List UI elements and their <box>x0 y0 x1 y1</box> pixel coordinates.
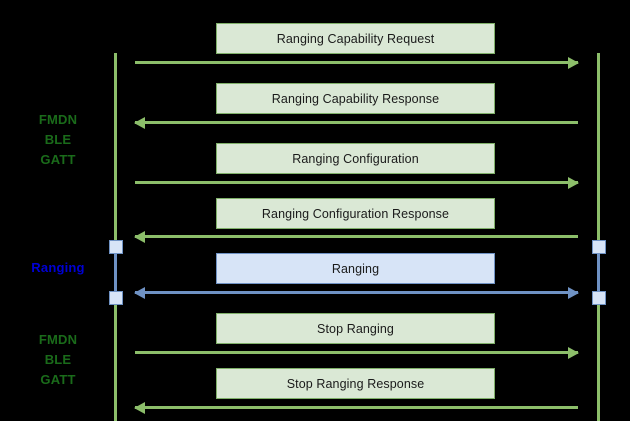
message-label: Ranging Configuration Response <box>261 206 450 221</box>
message-arrow-left <box>134 230 578 243</box>
phase-line: BLE <box>44 132 72 147</box>
message-box-ranging-configuration-response: Ranging Configuration Response <box>216 198 495 229</box>
phase-label-fmdn-top: FMDN BLE GATT <box>12 110 104 170</box>
phase-line: GATT <box>40 152 76 167</box>
message-label: Stop Ranging <box>317 321 394 336</box>
message-box-stop-ranging-response: Stop Ranging Response <box>216 368 495 399</box>
activation-bar-left <box>114 246 117 298</box>
phase-line: GATT <box>40 372 76 387</box>
arrowhead-right-icon <box>568 346 579 359</box>
message-arrow-bidirectional <box>134 286 579 299</box>
message-label: Ranging Configuration <box>292 151 419 166</box>
activation-bar-right <box>597 246 600 298</box>
arrowhead-left-icon <box>134 116 145 129</box>
message-label: Ranging Capability Request <box>276 31 435 46</box>
activation-node-left-end <box>109 291 123 305</box>
lifeline-right <box>597 53 600 421</box>
arrowhead-right-icon <box>568 286 579 299</box>
message-box-ranging-capability-request: Ranging Capability Request <box>216 23 495 54</box>
message-arrow-right <box>135 346 579 359</box>
arrowhead-left-icon <box>134 286 145 299</box>
phase-label-fmdn-bottom: FMDN BLE GATT <box>12 330 104 390</box>
arrowhead-right-icon <box>568 56 579 69</box>
phase-label-ranging: Ranging <box>12 258 104 278</box>
phase-line: Ranging <box>31 260 85 275</box>
message-box-ranging-capability-response: Ranging Capability Response <box>216 83 495 114</box>
phase-line: FMDN <box>38 112 78 127</box>
activation-node-right-start <box>592 240 606 254</box>
lifeline-left <box>114 53 117 421</box>
arrowhead-left-icon <box>134 230 145 243</box>
arrowhead-left-icon <box>134 401 145 414</box>
arrowhead-right-icon <box>568 176 579 189</box>
activation-node-left-start <box>109 240 123 254</box>
message-arrow-left <box>134 401 578 414</box>
message-box-stop-ranging: Stop Ranging <box>216 313 495 344</box>
message-arrow-right <box>135 56 579 69</box>
activation-node-right-end <box>592 291 606 305</box>
message-box-ranging-configuration: Ranging Configuration <box>216 143 495 174</box>
message-label: Ranging Capability Response <box>271 91 440 106</box>
message-label: Ranging <box>331 261 380 276</box>
message-label: Stop Ranging Response <box>286 376 425 391</box>
phase-line: BLE <box>44 352 72 367</box>
message-box-ranging: Ranging <box>216 253 495 284</box>
message-arrow-left <box>134 116 578 129</box>
message-arrow-right <box>135 176 579 189</box>
phase-line: FMDN <box>38 332 78 347</box>
